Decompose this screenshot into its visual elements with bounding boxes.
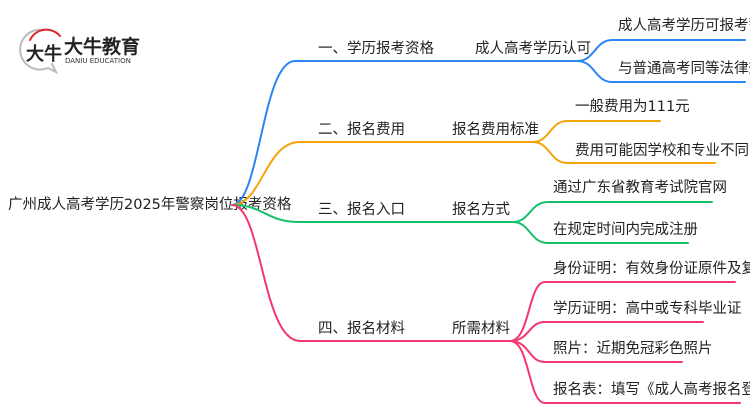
leaf-node[interactable]: 身份证明：有效身份证原件及复印件 xyxy=(553,259,750,277)
branch-3: 三、报名入口 报名方式 通过广东省教育考试院官网 在规定时间内完成注册 xyxy=(231,179,727,244)
leaf-node[interactable]: 照片：近期免冠彩色照片 xyxy=(553,340,713,357)
sub-node[interactable]: 报名费用标准 xyxy=(452,121,539,138)
branch-1: 一、学历报考资格 成人高考学历认可 成人高考学历可报考警察 与普通高考同等法律效… xyxy=(231,16,750,206)
branch-label[interactable]: 四、报名材料 xyxy=(318,320,405,337)
logo-mark: 大牛 xyxy=(26,43,62,65)
leaf-node[interactable]: 通过广东省教育考试院官网 xyxy=(553,179,727,196)
logo-name: 大牛教育 xyxy=(64,35,140,58)
leaf-node[interactable]: 费用可能因学校和专业不同 xyxy=(575,142,749,159)
sub-node[interactable]: 成人高考学历认可 xyxy=(475,40,591,57)
leaf-node[interactable]: 一般费用为111元 xyxy=(575,98,690,115)
sub-node[interactable]: 报名方式 xyxy=(452,201,510,218)
logo-bubble-icon xyxy=(19,28,59,75)
branch-label[interactable]: 二、报名费用 xyxy=(318,121,405,138)
branch-2: 二、报名费用 报名费用标准 一般费用为111元 费用可能因学校和专业不同 xyxy=(231,98,749,206)
leaf-node[interactable]: 成人高考学历可报考警察 xyxy=(618,16,750,34)
branch-label[interactable]: 一、学历报考资格 xyxy=(318,40,434,57)
sub-node[interactable]: 所需材料 xyxy=(452,320,510,337)
branch-label[interactable]: 三、报名入口 xyxy=(318,201,405,218)
leaf-node[interactable]: 与普通高考同等法律效力 xyxy=(618,59,750,77)
leaf-node[interactable]: 在规定时间内完成注册 xyxy=(553,221,698,238)
logo-subtitle: DANIU EDUCATION xyxy=(65,57,131,65)
branch-4: 四、报名材料 所需材料 身份证明：有效身份证原件及复印件 学历证明：高中或专科毕… xyxy=(231,204,750,404)
leaf-node[interactable]: 报名表：填写《成人高考报名登记表" xyxy=(553,381,750,398)
leaf-node[interactable]: 学历证明：高中或专科毕业证 xyxy=(553,300,742,317)
logo: 大牛 大牛教育 DANIU EDUCATION xyxy=(19,28,140,75)
root-node[interactable]: 广州成人高考学历2025年警察岗位报考资格 xyxy=(8,195,292,213)
logo-red-arc xyxy=(29,28,61,41)
